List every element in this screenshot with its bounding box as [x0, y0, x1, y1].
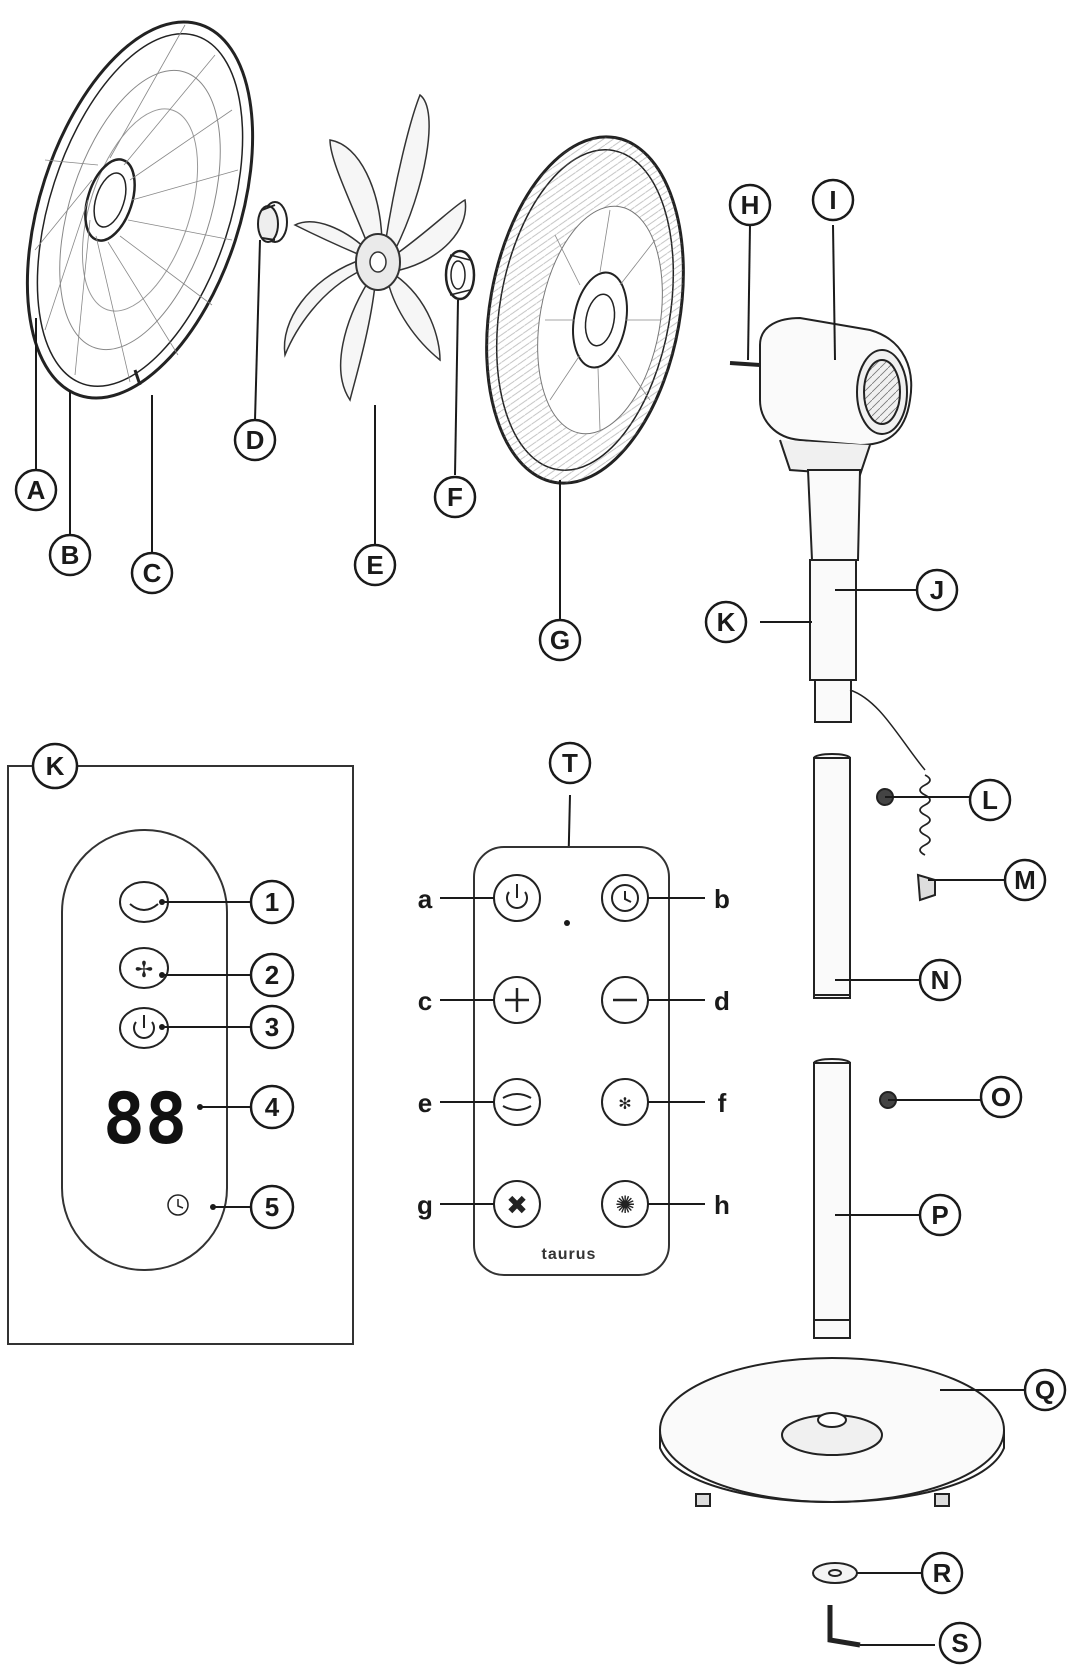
panel-number-2: 2	[249, 952, 295, 998]
callout-i: I	[811, 178, 855, 222]
segment-display: 88	[103, 1078, 187, 1160]
panel-number-5: 5	[249, 1184, 295, 1230]
svg-text:K: K	[46, 751, 65, 781]
svg-text:S: S	[951, 1628, 968, 1658]
height-knob	[876, 774, 936, 902]
remote-brand: taurus	[542, 1246, 597, 1263]
remote-mode-icon: ✻	[601, 1078, 649, 1126]
base	[659, 1357, 1005, 1507]
callout-o: O	[979, 1075, 1023, 1119]
callout-r: R	[920, 1551, 964, 1595]
svg-text:T: T	[562, 748, 578, 778]
swing-icon	[119, 881, 169, 923]
svg-text:A: A	[27, 475, 46, 505]
control-panel	[61, 829, 228, 1271]
panel-number-4: 4	[249, 1084, 295, 1130]
callout-m: M	[1003, 858, 1047, 902]
callout-c: C	[130, 551, 174, 595]
panel-number-3: 3	[249, 1004, 295, 1050]
svg-text:✢: ✢	[135, 958, 153, 983]
svg-text:E: E	[366, 550, 383, 580]
remote-letter-h: h	[714, 1190, 730, 1220]
remote-control: ✻ ✖ ✺ taurus a b c d e f g h	[417, 846, 730, 1276]
svg-text:Q: Q	[1035, 1375, 1055, 1405]
svg-text:B: B	[61, 540, 80, 570]
fan-blade	[283, 93, 467, 402]
svg-text:D: D	[246, 425, 265, 455]
svg-text:4: 4	[265, 1092, 280, 1122]
remote-oscillation-icon	[493, 1078, 541, 1126]
remote-timer-icon	[601, 874, 649, 922]
callout-l: L	[968, 778, 1012, 822]
fan-icon: ✢	[119, 947, 169, 989]
blade-nut	[257, 201, 288, 243]
power-icon	[119, 1007, 169, 1049]
svg-text:O: O	[991, 1082, 1011, 1112]
callout-e: E	[353, 543, 397, 587]
callout-f: F	[433, 475, 477, 519]
svg-text:✺: ✺	[615, 1191, 635, 1219]
remote-minus-icon	[601, 976, 649, 1024]
callout-a: A	[14, 468, 58, 512]
svg-text:3: 3	[265, 1012, 279, 1042]
panel-number-1: 1	[249, 879, 295, 925]
remote-speed-icon: ✖	[493, 1180, 541, 1228]
callout-g: G	[538, 618, 582, 662]
remote-letter-a: a	[418, 884, 433, 914]
callout-p: P	[918, 1193, 962, 1237]
svg-text:H: H	[741, 190, 760, 220]
callout-h: H	[728, 183, 772, 227]
callout-k: K	[704, 600, 748, 644]
svg-text:R: R	[933, 1558, 952, 1588]
remote-letter-e: e	[418, 1088, 432, 1118]
remote-plus-icon	[493, 976, 541, 1024]
remote-breeze-icon: ✺	[601, 1180, 649, 1228]
remote-letter-d: d	[714, 986, 730, 1016]
callout-j: J	[915, 568, 959, 612]
callout-s: S	[938, 1621, 982, 1665]
rear-grille	[485, 135, 685, 485]
upper-tube	[806, 469, 926, 771]
svg-text:2: 2	[265, 960, 279, 990]
svg-text:L: L	[982, 785, 998, 815]
timer-icon	[167, 1194, 189, 1216]
control-panel-box: K ✢ 88	[7, 742, 354, 1345]
remote-letter-g: g	[417, 1190, 433, 1220]
callout-t: T	[548, 741, 592, 785]
svg-text:K: K	[717, 607, 736, 637]
svg-text:I: I	[829, 185, 836, 215]
callout-b: B	[48, 533, 92, 577]
svg-text:P: P	[931, 1200, 948, 1230]
callout-d: D	[233, 418, 277, 462]
front-grille	[25, 20, 255, 400]
grille-nut	[444, 249, 476, 301]
middle-tube	[813, 753, 851, 999]
remote-power-icon	[493, 874, 541, 922]
remote-letter-b: b	[714, 884, 730, 914]
remote-letter-f: f	[718, 1088, 727, 1118]
svg-text:C: C	[143, 558, 162, 588]
svg-text:F: F	[447, 482, 463, 512]
motor-housing	[729, 316, 913, 477]
callout-n: N	[918, 958, 962, 1002]
base-fixings	[812, 1562, 861, 1648]
svg-text:✻: ✻	[618, 1094, 631, 1113]
svg-text:M: M	[1014, 865, 1036, 895]
svg-text:N: N	[931, 965, 950, 995]
callout-q: Q	[1023, 1368, 1067, 1412]
remote-letter-c: c	[418, 986, 432, 1016]
svg-text:✖: ✖	[506, 1191, 528, 1221]
svg-text:G: G	[550, 625, 570, 655]
svg-text:5: 5	[265, 1192, 279, 1222]
lower-tube	[813, 1058, 897, 1339]
svg-text:1: 1	[265, 887, 279, 917]
svg-text:J: J	[930, 575, 944, 605]
